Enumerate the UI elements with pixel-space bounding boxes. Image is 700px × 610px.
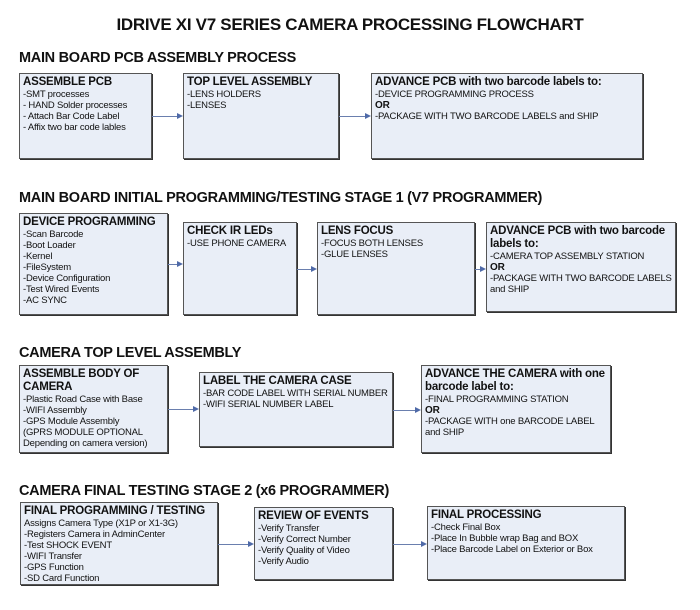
process-box-title: FINAL PROGRAMMING / TESTING [24,505,205,517]
section-heading: MAIN BOARD PCB ASSEMBLY PROCESS [19,50,296,66]
flow-arrow-icon [393,541,427,547]
process-step: (GPRS MODULE OPTIONAL Depending on camer… [23,427,148,449]
flow-arrow-icon [168,406,199,412]
process-step: -PACKAGE WITH one BARCODE LABEL and SHIP [425,416,595,438]
process-step: -USE PHONE CAMERA [187,238,287,249]
process-box: REVIEW OF EVENTS-Verify Transfer-Verify … [254,507,393,580]
process-box-title: TOP LEVEL ASSEMBLY [187,76,313,88]
section-heading: MAIN BOARD INITIAL PROGRAMMING/TESTING S… [19,190,543,206]
process-step: -Test Wired Events [23,284,100,295]
process-step: -AC SYNC [23,295,67,306]
process-box: ADVANCE PCB with two barcode labels to:-… [486,222,676,312]
process-step: -LENS HOLDERS [187,89,261,100]
process-box-title: ASSEMBLE BODY OF CAMERA [23,368,140,393]
flow-arrow-icon [339,113,371,119]
process-box-title: ADVANCE THE CAMERA with one barcode labe… [425,368,605,393]
process-step: -BAR CODE LABEL WITH SERIAL NUMBER [203,388,388,399]
flow-arrow-icon [297,266,317,272]
process-step: - HAND Solder processes [23,100,128,111]
process-step: -Verify Correct Number [258,534,351,545]
process-step: -Plastic Road Case with Base [23,394,143,405]
process-box-title: ASSEMBLE PCB [23,76,112,88]
process-step: -CAMERA TOP ASSEMBLY STATION [490,251,645,262]
process-step: -Boot Loader [23,240,76,251]
process-step: - Attach Bar Code Label [23,111,120,122]
process-box: ASSEMBLE PCB -SMT processes- HAND Solder… [19,73,152,159]
process-step: -PACKAGE WITH TWO BARCODE LABELS and SHI… [490,273,672,295]
process-step: -Check Final Box [431,522,501,533]
process-box-title: REVIEW OF EVENTS [258,510,369,522]
process-step: -FileSystem [23,262,71,273]
process-box: ADVANCE PCB with two barcode labels to:-… [371,73,643,159]
process-box-title: FINAL PROCESSING [431,509,542,521]
process-step: -Verify Audio [258,556,309,567]
section-heading: CAMERA TOP LEVEL ASSEMBLY [19,345,242,361]
process-step: -GPS Module Assembly [23,416,120,427]
process-box: TOP LEVEL ASSEMBLY-LENS HOLDERS-LENSES [183,73,339,159]
process-box: LENS FOCUS-FOCUS BOTH LENSES-GLUE LENSES [317,222,475,315]
process-step: OR [490,262,505,273]
page-title: IDRIVE XI V7 SERIES CAMERA PROCESSING FL… [116,15,584,34]
process-box-title: DEVICE PROGRAMMING [23,216,156,228]
process-box-title: ADVANCE PCB with two barcode labels to: [490,225,666,250]
process-step: -WIFI Assembly [23,405,87,416]
flow-arrow-icon [152,113,183,119]
process-box-title: LENS FOCUS [321,225,394,237]
process-step: - Affix two bar code lables [23,122,126,133]
flow-arrow-icon [393,407,421,413]
process-step: -Registers Camera in AdminCenter [24,529,165,540]
process-step: -SD Card Function [24,573,100,584]
process-box: LABEL THE CAMERA CASE-BAR CODE LABEL WIT… [199,372,393,447]
process-step: -DEVICE PROGRAMMING PROCESS [375,89,534,100]
flow-arrow-icon [218,541,254,547]
process-box-title: CHECK IR LEDs [187,225,273,237]
process-step: -WIFI SERIAL NUMBER LABEL [203,399,334,410]
process-step: -PACKAGE WITH TWO BARCODE LABELS and SHI… [375,111,599,122]
process-step: -Scan Barcode [23,229,84,240]
process-step: OR [425,405,440,416]
process-step: -Kernel [23,251,53,262]
process-step: -Place In Bubble wrap Bag and BOX [431,533,579,544]
process-box: FINAL PROCESSING -Check Final Box-Place … [427,506,625,580]
process-box-title: ADVANCE PCB with two barcode labels to: [375,76,602,88]
process-box: DEVICE PROGRAMMING-Scan Barcode-Boot Loa… [19,213,168,315]
process-step: -Test SHOCK EVENT [24,540,112,551]
process-step: Assigns Camera Type (X1P or X1-3G) [24,518,178,529]
process-step: OR [375,100,390,111]
process-step: -SMT processes [23,89,90,100]
flow-arrow-icon [168,261,183,267]
process-step: -LENSES [187,100,227,111]
process-step: -FINAL PROGRAMMING STATION [425,394,569,405]
process-step: -FOCUS BOTH LENSES [321,238,423,249]
process-step: -Place Barcode Label on Exterior or Box [431,544,593,555]
process-step: -GLUE LENSES [321,249,388,260]
process-step: -Device Configuration [23,273,111,284]
flow-arrow-icon [475,266,486,272]
process-step: -Verify Quality of Video [258,545,350,556]
process-step: -GPS Function [24,562,84,573]
process-box: ASSEMBLE BODY OF CAMERA-Plastic Road Cas… [19,365,168,453]
process-step: -Verify Transfer [258,523,320,534]
section-heading: CAMERA FINAL TESTING STAGE 2 (x6 PROGRAM… [19,483,389,499]
process-box: ADVANCE THE CAMERA with one barcode labe… [421,365,611,453]
process-box: CHECK IR LEDs-USE PHONE CAMERA [183,222,297,315]
process-step: -WIFI Transfer [24,551,82,562]
process-box-title: LABEL THE CAMERA CASE [203,375,352,387]
